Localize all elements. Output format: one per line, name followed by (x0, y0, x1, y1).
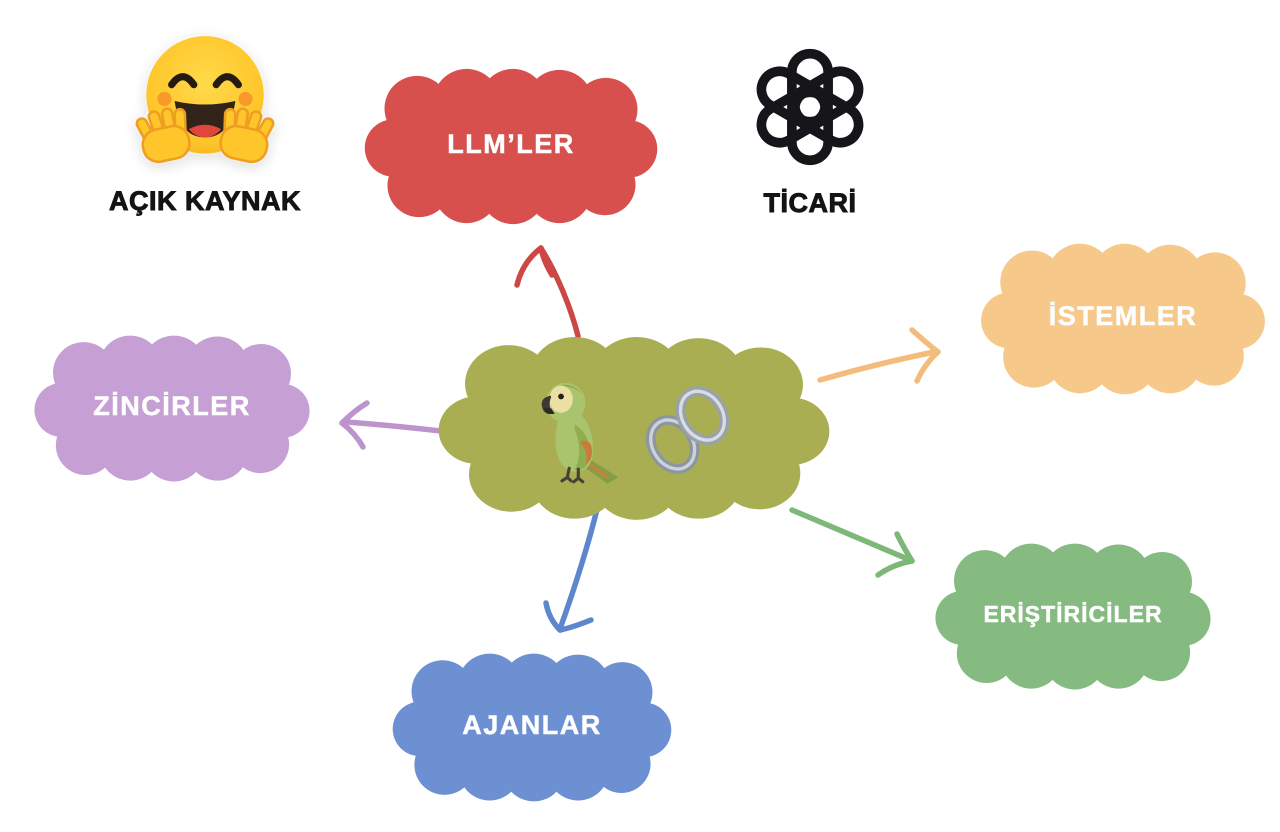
hugging-face-emoji-icon (135, 36, 275, 164)
open-source-annotation: AÇIK KAYNAK (105, 24, 305, 217)
node-agents: AJANLAR (383, 648, 681, 808)
openai-logo-icon (756, 48, 864, 166)
node-chains-label: ZİNCİRLER (93, 390, 251, 421)
commercial-annotation: TİCARİ (740, 36, 880, 219)
node-agents-label: AJANLAR (462, 709, 602, 740)
node-chains: ZİNCİRLER (28, 330, 316, 488)
center-icons (531, 372, 737, 490)
node-prompts-label: İSTEMLER (1048, 301, 1198, 332)
chain-link-emoji-icon (645, 386, 730, 474)
node-llms-label: LLM’LER (447, 128, 575, 159)
node-llms: LLM’LER (362, 63, 660, 231)
node-retrievers: ERİŞTİRİCİLER (928, 538, 1218, 696)
node-prompts: İSTEMLER (978, 238, 1268, 401)
open-source-caption: AÇIK KAYNAK (108, 186, 302, 217)
parrot-emoji-icon (541, 382, 619, 484)
node-retrievers-label: ERİŞTİRİCİLER (983, 600, 1163, 627)
arrow-to-llms (514, 245, 581, 339)
arrow-to-prompts (817, 327, 941, 384)
node-langchain-center (436, 330, 832, 528)
commercial-caption: TİCARİ (763, 188, 857, 219)
